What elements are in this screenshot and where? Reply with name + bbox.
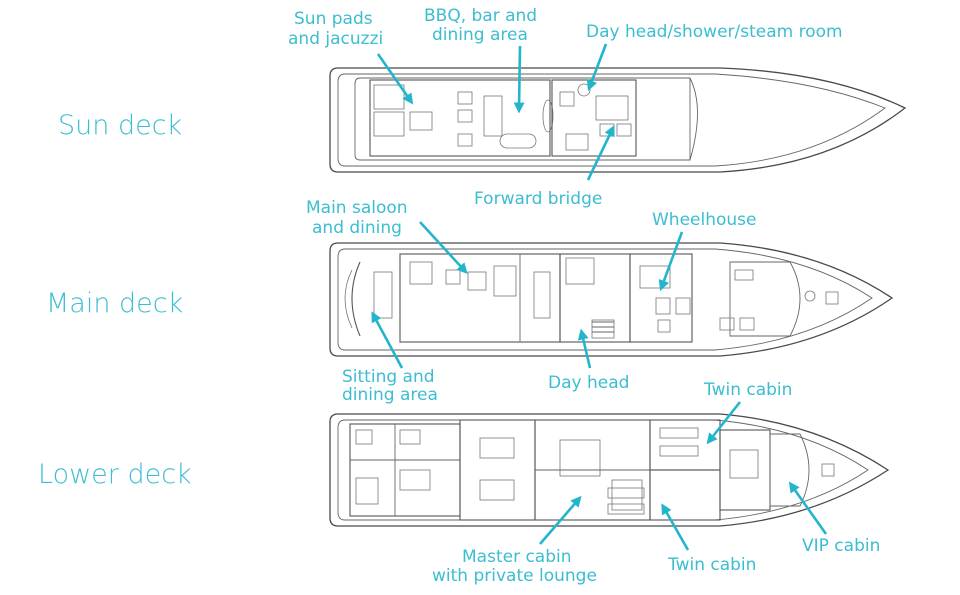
callout-day-head: Day head: [548, 373, 629, 393]
callout-sun-pads-line1: Sun pads: [294, 9, 373, 29]
arrow-forward-bridge: [586, 125, 615, 181]
main-deck-label: Main deck: [46, 288, 183, 319]
callout-sun-pads-line2: and jacuzzi: [288, 29, 383, 49]
arrow-sun-pads: [376, 53, 414, 105]
callout-master-line2: with private lounge: [432, 566, 597, 586]
callout-sitting-line2: dining area: [342, 385, 438, 405]
sun-deck-label: Sun deck: [58, 110, 182, 141]
callout-twin-cabin-lower: Twin cabin: [667, 555, 756, 575]
callout-bbq-line2: dining area: [432, 25, 528, 45]
arrow-sitting: [371, 311, 404, 369]
callout-main-saloon-line1: Main saloon: [306, 198, 408, 218]
callout-forward-bridge: Forward bridge: [474, 189, 602, 209]
arrow-vip-cabin: [788, 481, 828, 535]
arrow-day-head-shower: [586, 43, 608, 92]
arrow-bbq: [513, 45, 525, 114]
main-deck-plan: [329, 242, 894, 357]
callout-wheelhouse: Wheelhouse: [652, 210, 757, 230]
arrow-twin-cabin-upper: [706, 401, 742, 445]
arrow-master-cabin: [539, 495, 582, 545]
callout-vip-cabin: VIP cabin: [802, 536, 880, 556]
arrow-day-head: [577, 328, 592, 369]
callout-sitting-line1: Sitting and: [342, 367, 435, 387]
callout-day-head-shower: Day head/shower/steam room: [586, 22, 843, 42]
lower-deck-plan: [329, 413, 890, 527]
arrow-main-saloon: [419, 221, 468, 275]
callout-main-saloon-line2: and dining: [312, 218, 402, 238]
callout-bbq-line1: BBQ, bar and: [424, 6, 537, 26]
sun-deck-plan: [329, 67, 907, 173]
callout-master-line1: Master cabin: [462, 547, 572, 567]
arrow-wheelhouse: [658, 231, 684, 292]
arrow-twin-cabin-lower: [661, 503, 690, 551]
lower-deck-label: Lower deck: [38, 459, 192, 490]
callout-twin-cabin-upper: Twin cabin: [703, 380, 792, 400]
